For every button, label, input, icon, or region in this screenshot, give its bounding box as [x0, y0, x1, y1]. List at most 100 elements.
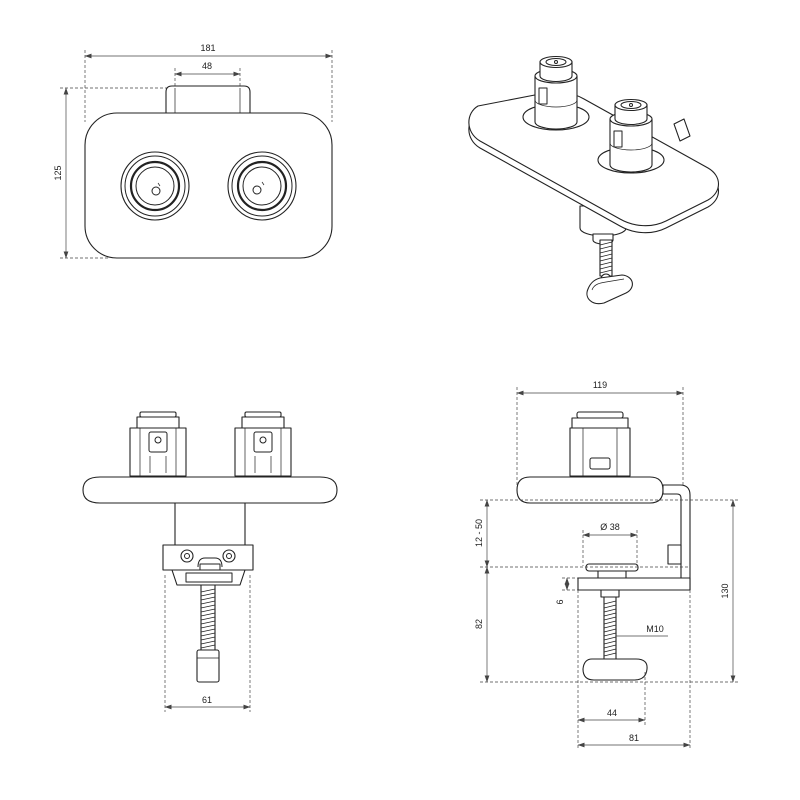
- thread-line: [603, 632, 617, 637]
- iso-post-right: [597, 98, 665, 174]
- base-plate-side: [516, 476, 664, 504]
- post-pin: [154, 436, 162, 444]
- clamp-foot: [196, 649, 220, 683]
- post-body: [534, 75, 578, 130]
- isometric-view: [468, 55, 720, 305]
- thread-line: [603, 624, 617, 629]
- screw-threads: [603, 600, 617, 657]
- socket-inner-ring: [135, 166, 175, 206]
- clamp-arm-inner: [185, 572, 233, 583]
- post-cap: [576, 411, 624, 419]
- thread-line: [603, 640, 617, 645]
- thread-line: [200, 592, 216, 597]
- thread-line: [603, 604, 617, 609]
- thread-label: M10: [646, 624, 664, 634]
- thread-line: [200, 632, 216, 637]
- thread-line: [599, 265, 613, 270]
- base-plate-front: [82, 476, 338, 504]
- clamp-foot: [586, 274, 633, 305]
- bolt-icon-inner: [184, 553, 190, 559]
- thread-line: [599, 269, 613, 274]
- post-slot: [613, 130, 623, 148]
- socket-ring: [124, 155, 186, 217]
- thread-line: [599, 253, 613, 258]
- socket-pin-mark: [157, 182, 161, 187]
- socket-right: [227, 151, 297, 221]
- clamp-foot: [582, 658, 648, 681]
- thread-line: [200, 628, 216, 633]
- thread-line: [603, 620, 617, 625]
- socket-pin-mark: [261, 181, 265, 186]
- side-post: [569, 411, 631, 477]
- side-view: 119 12 - 50 82 130: [474, 380, 738, 750]
- post-pin: [554, 60, 558, 64]
- thread-line: [200, 640, 216, 645]
- thread-line: [200, 644, 216, 649]
- thread-line: [200, 636, 216, 641]
- thread-line: [200, 620, 216, 625]
- thread-line: [599, 245, 613, 250]
- dimension-label-width: 181: [200, 43, 215, 53]
- post-pin: [629, 103, 633, 107]
- screw-threads: [599, 241, 613, 274]
- post-cap: [139, 411, 177, 418]
- thread-line: [200, 616, 216, 621]
- thread-line: [599, 241, 613, 246]
- thread-line: [200, 588, 216, 593]
- thread-line: [603, 628, 617, 633]
- thread-line: [200, 608, 216, 613]
- post-collar: [571, 417, 629, 429]
- post-collar: [136, 416, 180, 429]
- socket-pin: [151, 186, 161, 196]
- screw-threads: [200, 588, 216, 649]
- clamp-head-front: [162, 544, 254, 586]
- bracket-bump: [667, 544, 682, 565]
- post-body: [569, 427, 631, 477]
- post-slot: [253, 431, 273, 453]
- post-cap: [244, 411, 282, 418]
- post-slot: [589, 457, 611, 470]
- post-groove: [534, 99, 578, 108]
- post-slot: [148, 431, 168, 453]
- clamp-saddle: [197, 557, 223, 568]
- thread-line: [603, 652, 617, 657]
- dimension-label-depth: 82: [474, 619, 484, 629]
- post-cap-top: [614, 98, 648, 112]
- dimension-label-foot: 44: [607, 708, 617, 718]
- post-cap-top: [539, 55, 573, 69]
- base-plate: [84, 112, 333, 259]
- dimension-label-tab: 48: [202, 61, 212, 71]
- thread-line: [200, 612, 216, 617]
- thread-line: [200, 600, 216, 605]
- top-view: 181 48 125: [53, 43, 333, 259]
- socket-collar: [236, 160, 288, 212]
- iso-post-left: [522, 55, 590, 131]
- thread-line: [603, 644, 617, 649]
- post-body: [609, 118, 653, 173]
- post-cap-inner: [620, 101, 642, 109]
- front-post-left: [129, 411, 187, 477]
- dimension-label-clamp: 61: [202, 695, 212, 705]
- bracket-arm: [577, 577, 691, 591]
- bolt-icon: [180, 549, 194, 563]
- thread-line: [599, 257, 613, 262]
- mounting-tab: [165, 85, 251, 116]
- dimension-label-width: 119: [593, 380, 607, 390]
- dimension-label-height: 130: [720, 583, 730, 598]
- front-view: 61: [82, 411, 338, 712]
- post-slot: [538, 87, 548, 105]
- thread-line: [200, 624, 216, 629]
- thread-line: [603, 608, 617, 613]
- dimension-label-pad: Ø 38: [600, 522, 620, 532]
- bracket-vertical: [662, 484, 691, 591]
- dimension-label-arm: 6: [555, 599, 565, 604]
- thread-line: [200, 604, 216, 609]
- thread-line: [603, 616, 617, 621]
- clamp-pad: [585, 563, 639, 572]
- bolt-icon-inner: [226, 553, 232, 559]
- clamp-column: [174, 502, 246, 546]
- rear-tab: [673, 118, 691, 142]
- clamp-arm: [171, 569, 246, 586]
- clamp-pad-neck: [597, 570, 627, 579]
